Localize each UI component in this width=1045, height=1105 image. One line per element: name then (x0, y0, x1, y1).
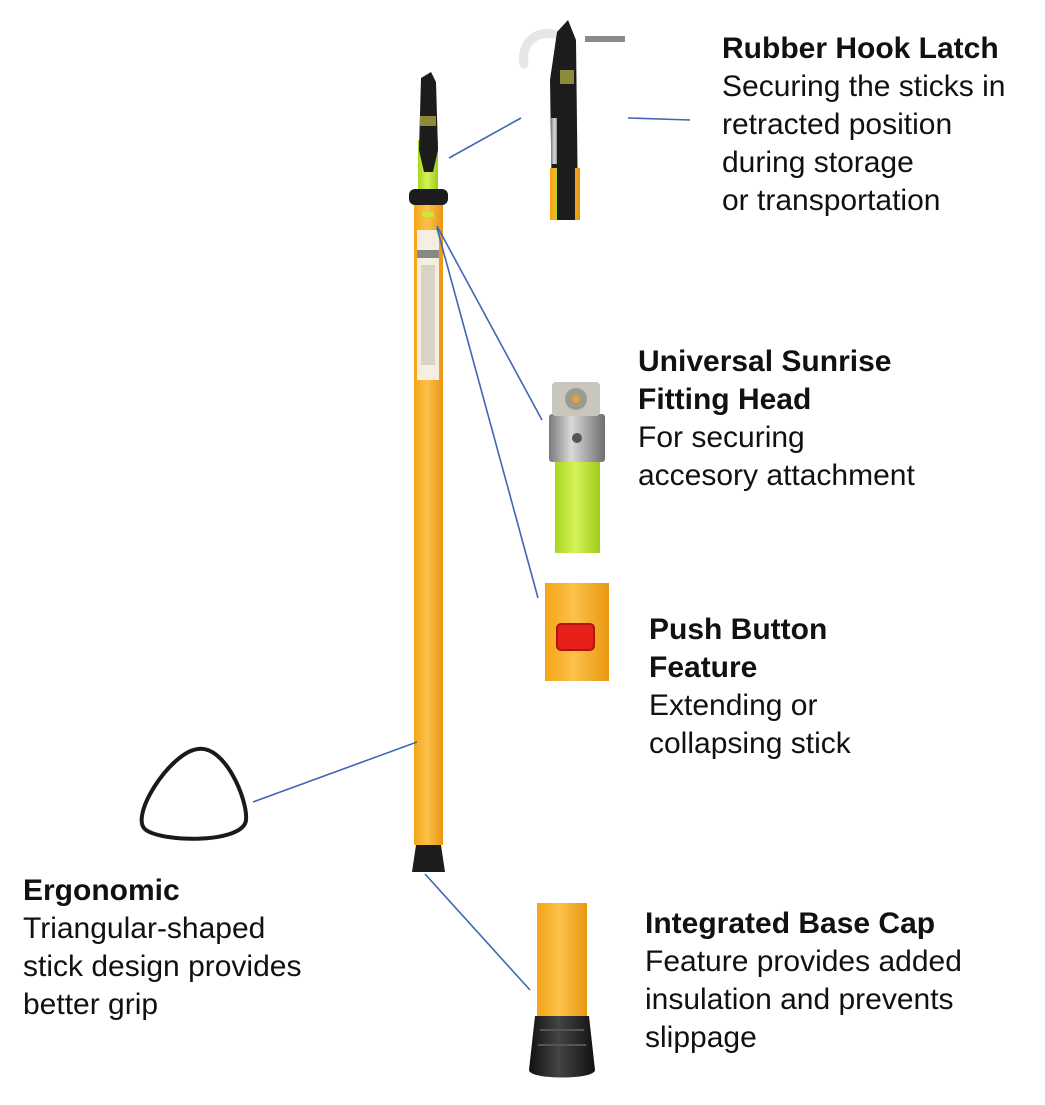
feature-title: Push Button (649, 613, 828, 646)
feature-description-line: Triangular-shaped (23, 912, 266, 945)
push-button (556, 623, 595, 651)
feature-description-line: stick design provides (23, 950, 302, 983)
base-cap-detail (529, 903, 595, 1078)
feature-description-line: insulation and prevents (645, 983, 954, 1016)
feature-description-line: slippage (645, 1021, 757, 1054)
feature-rubber-hook-latch: Rubber Hook Latch Securing the sticks in… (722, 30, 1005, 220)
feature-description-line: during storage (722, 146, 914, 179)
feature-ergonomic: Ergonomic Triangular-shaped stick design… (23, 872, 301, 1024)
feature-title: Fitting Head (638, 383, 812, 416)
feature-description-line: Securing the sticks in (722, 70, 1006, 103)
push-button-detail (545, 583, 609, 681)
leader-hook-latch (448, 117, 522, 159)
leader-fitting-head (436, 225, 543, 421)
stick-base-cap (412, 845, 445, 872)
feature-title: Rubber Hook Latch (722, 32, 999, 65)
feature-description-line: or transportation (722, 184, 941, 217)
feature-base-cap: Integrated Base Cap Feature provides add… (645, 905, 962, 1057)
feature-description-line: better grip (23, 988, 159, 1021)
feature-push-button: Push Button Feature Extending or collaps… (649, 611, 851, 763)
feature-description-line: collapsing stick (649, 727, 851, 760)
feature-description-line: accesory attachment (638, 459, 915, 492)
main-stick (409, 72, 448, 872)
leader-base-cap (424, 873, 531, 991)
feature-fitting-head: Universal Sunrise Fitting Head For secur… (638, 343, 915, 495)
leader-hook-latch-right (627, 117, 691, 121)
triangular-grip-outline (139, 746, 249, 841)
leader-push-button (436, 227, 539, 599)
feature-title: Feature (649, 651, 758, 684)
stick-collar (409, 189, 448, 205)
feature-title: Ergonomic (23, 874, 180, 907)
feature-description-line: Feature provides added (645, 945, 962, 978)
leader-ergonomic (252, 741, 418, 803)
feature-description-line: retracted position (722, 108, 953, 141)
feature-description-line: For securing (638, 421, 805, 454)
leader-lines (252, 117, 691, 991)
feature-title: Integrated Base Cap (645, 907, 936, 940)
base-cap (529, 1016, 595, 1078)
hook-latch-detail (519, 20, 625, 220)
feature-title: Universal Sunrise (638, 345, 892, 378)
feature-description-line: Extending or (649, 689, 818, 722)
fitting-head-detail (549, 382, 605, 553)
